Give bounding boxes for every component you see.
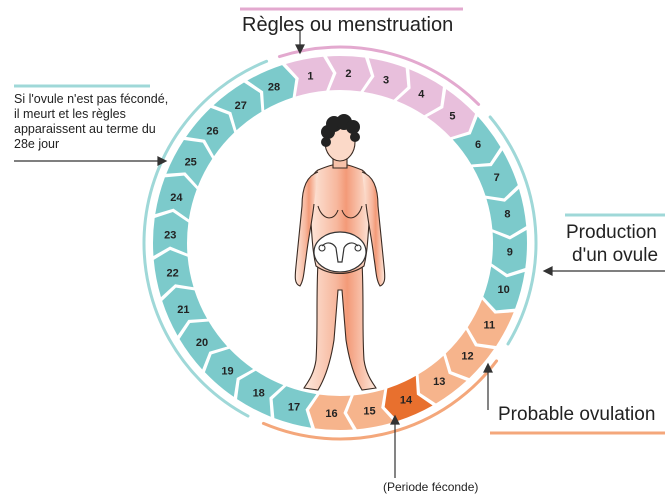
day-number: 9 (507, 246, 513, 258)
day-10-arrow: 10 (483, 267, 524, 311)
day-number: 18 (253, 387, 265, 399)
day-number: 23 (164, 230, 176, 242)
day-number: 13 (433, 376, 445, 388)
day-number: 6 (475, 139, 481, 151)
day-23-arrow: 23 (153, 212, 188, 256)
day-number: 5 (449, 111, 455, 123)
probable-ovulation-label: Probable ovulation (498, 404, 655, 426)
day-number: 12 (461, 350, 473, 362)
day-number: 3 (383, 74, 389, 86)
day-24-arrow: 24 (155, 176, 196, 220)
day-9-arrow: 9 (492, 230, 527, 274)
unfertilized-ovum-note: Si l'ovule n'est pas fécondé, il meurt e… (14, 92, 174, 152)
ovum-production-label-line2: d'un ovule (572, 245, 658, 267)
day-number: 17 (288, 402, 300, 414)
ovum-production-label-line1: Production (566, 222, 657, 244)
day-number: 26 (206, 126, 218, 138)
day-number: 8 (504, 208, 510, 220)
day-number: 22 (166, 268, 178, 280)
day-number: 7 (494, 172, 500, 184)
day-number: 14 (400, 395, 413, 407)
day-16-arrow: 16 (309, 395, 353, 430)
day-number: 19 (221, 365, 233, 377)
day-number: 1 (307, 71, 313, 83)
day-number: 25 (185, 157, 197, 169)
day-number: 10 (498, 284, 510, 296)
day-number: 16 (325, 408, 337, 420)
uterus-inset (314, 232, 366, 272)
day-number: 15 (363, 405, 375, 417)
day-3-arrow: 3 (364, 58, 408, 99)
day-number: 21 (177, 304, 189, 316)
day-17-arrow: 17 (273, 386, 317, 427)
menstruation-title: Règles ou menstruation (242, 14, 453, 37)
day-2-arrow: 2 (327, 56, 371, 91)
fertile-period-label: (Periode féconde) (383, 480, 478, 494)
day-number: 11 (483, 319, 495, 331)
day-number: 28 (268, 81, 280, 93)
day-number: 4 (418, 89, 425, 101)
day-number: 27 (235, 100, 247, 112)
day-number: 2 (345, 68, 351, 80)
day-number: 24 (170, 192, 183, 204)
day-number: 20 (196, 337, 208, 349)
